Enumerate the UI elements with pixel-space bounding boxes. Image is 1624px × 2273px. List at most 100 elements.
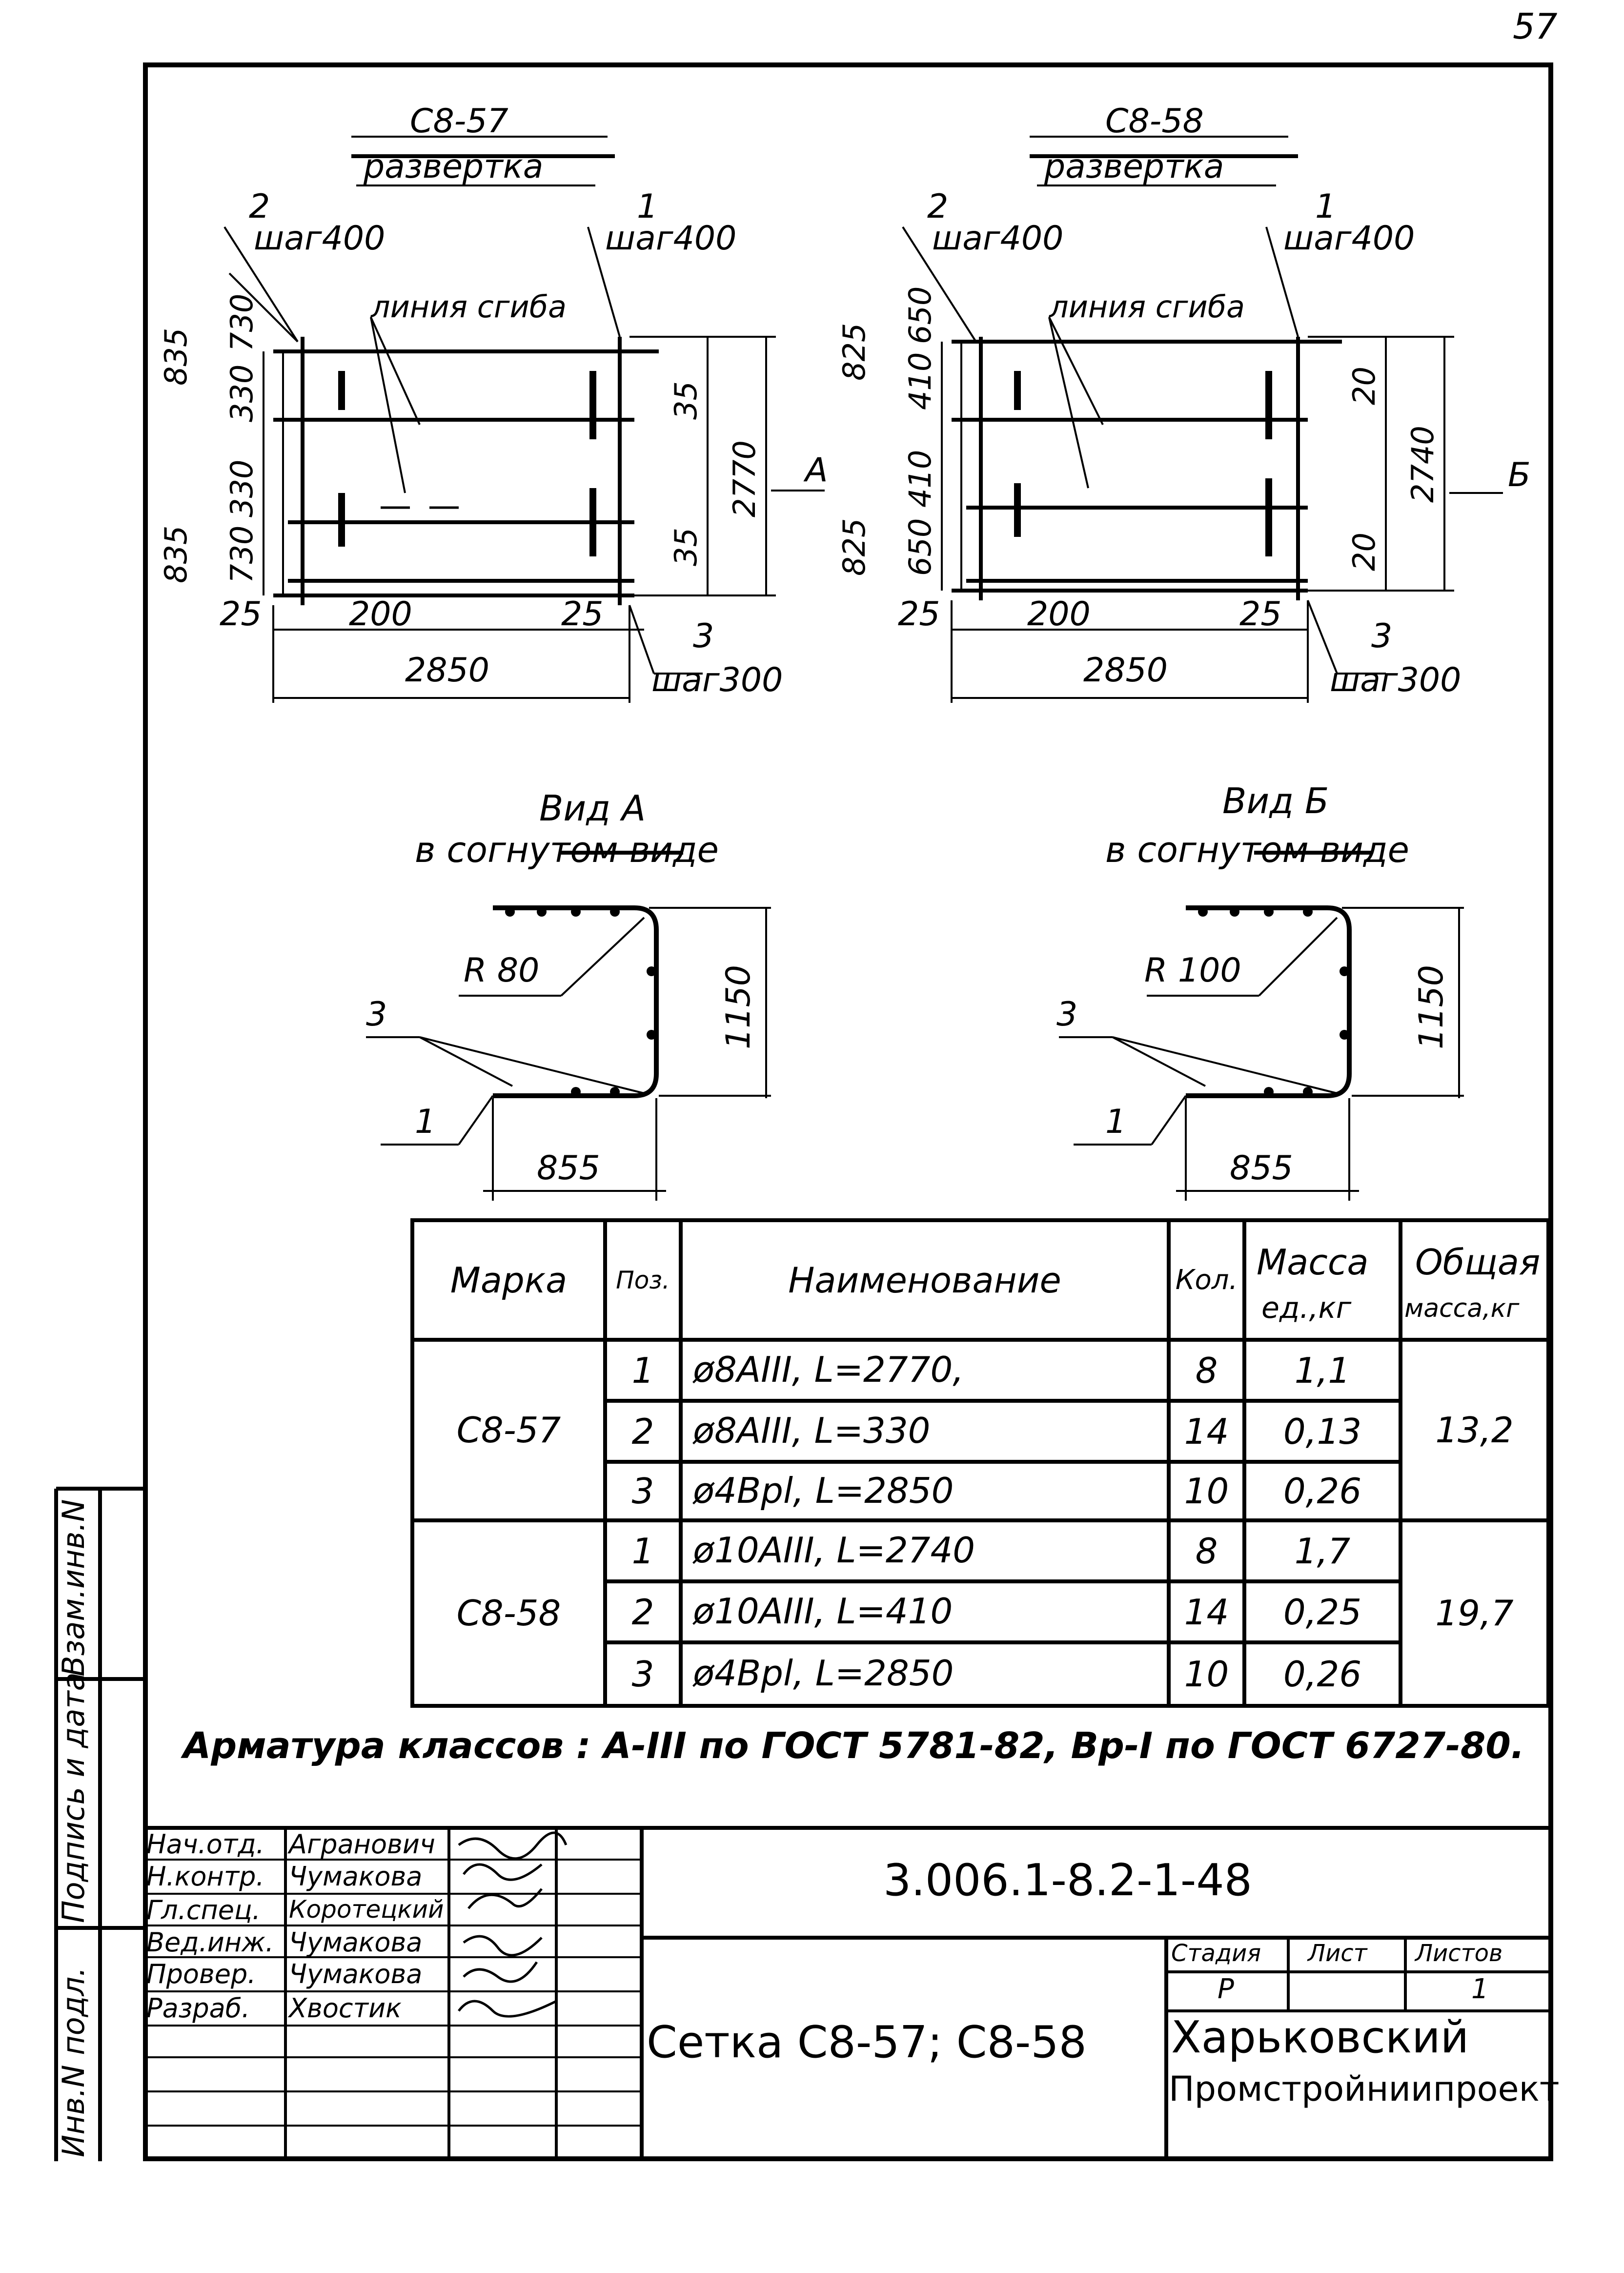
- viewA-height: 1150: [719, 964, 758, 1049]
- th-mass-total-2: масса,кг: [1404, 1294, 1520, 1323]
- title-block-rows: [143, 1859, 642, 2127]
- row-total-c857: 13,2: [1435, 1410, 1514, 1451]
- table-row-qty: 14: [1184, 1591, 1229, 1633]
- stage-label: Стадия: [1171, 1940, 1261, 1967]
- c857-step-left: шаг400: [254, 219, 386, 258]
- c858-dim-height: 2740: [1405, 426, 1441, 503]
- viewB-sub: в согнутом виде: [1105, 829, 1409, 870]
- tb-name: Чумакова: [289, 1959, 423, 1989]
- table-row-name: ø4Bpl, L=2850: [693, 1470, 954, 1511]
- viewA-bars: [505, 907, 656, 1097]
- th-mass-unit-2: ед.,кг: [1261, 1291, 1352, 1325]
- side-stamp-a: Взам.инв.N: [56, 1499, 91, 1677]
- th-mass-unit-1: Масса: [1257, 1242, 1369, 1283]
- reinforcement-note: Арматура классов : А-III по ГОСТ 5781-82…: [183, 1725, 1525, 1767]
- c858-dim-410-top: 410: [902, 352, 938, 410]
- table-row-mass: 0,26: [1283, 1654, 1362, 1695]
- c858-bend-line: линия сгиба: [1049, 289, 1245, 325]
- tb-role: Н.контр.: [146, 1861, 264, 1892]
- doc-title: Сетка С8-57; С8-58: [647, 2017, 1087, 2068]
- viewA-title: Вид А: [539, 788, 646, 829]
- table-row-pos: 1: [631, 1350, 654, 1391]
- tb-role: Вед.инж.: [146, 1927, 274, 1958]
- tb-role: Провер.: [146, 1959, 256, 1989]
- c857-dim-height: 2770: [727, 440, 762, 517]
- viewA-linework: [366, 851, 771, 1201]
- c858-step-left: шаг400: [932, 219, 1064, 258]
- tb-name: Агранович: [289, 1829, 435, 1860]
- tb-role: Нач.отд.: [146, 1829, 264, 1860]
- viewB-radius: R 100: [1144, 951, 1241, 990]
- c858-dim-20-top: 20: [1346, 367, 1382, 405]
- c858-step-right: шаг400: [1283, 219, 1415, 258]
- org-name-2: Промстройниипроект: [1169, 2069, 1560, 2109]
- c858-dims: [902, 136, 1503, 703]
- c858-dim-825-top: 825: [836, 323, 872, 381]
- table-row-pos: 3: [631, 1654, 654, 1695]
- c857-bend-line: линия сгиба: [371, 289, 567, 325]
- c857-linework: [273, 154, 659, 605]
- c857-dim-730-bot: 730: [224, 525, 260, 583]
- c857-step300: шаг300: [651, 661, 783, 699]
- c858-dim-200: 200: [1027, 595, 1091, 634]
- c857-step-right: шаг400: [605, 219, 737, 258]
- c857-dim-835-top: 835: [158, 328, 194, 386]
- c857-leader2: 2: [249, 187, 270, 226]
- c857-dim-35-top: 35: [668, 381, 704, 420]
- table-row-name: ø4Bpl, L=2850: [693, 1653, 954, 1694]
- table-row-mass: 0,25: [1283, 1591, 1362, 1633]
- viewA-leader3: 3: [366, 995, 387, 1034]
- signatures: [458, 1831, 568, 2018]
- c857-dim-730-top: 730: [224, 293, 260, 351]
- c858-step300: шаг300: [1330, 661, 1462, 699]
- tb-name: Хвостик: [289, 1993, 402, 2024]
- row-total-c858: 19,7: [1435, 1593, 1514, 1634]
- drawing-frame: [143, 62, 1553, 2161]
- th-mark: Марка: [450, 1259, 568, 1301]
- c858-dim-825-bot: 825: [836, 518, 872, 576]
- doc-code: 3.006.1-8.2-1-48: [883, 1855, 1252, 1906]
- stage-value: Р: [1218, 1973, 1234, 2005]
- c858-leader2: 2: [927, 187, 949, 226]
- viewA-radius: R 80: [464, 951, 540, 990]
- viewA-leader1: 1: [415, 1103, 436, 1141]
- table-row-qty: 10: [1184, 1471, 1229, 1512]
- org-name-1: Харьковский: [1171, 2012, 1469, 2063]
- c857-dim-200: 200: [349, 595, 412, 634]
- table-row-mass: 1,7: [1294, 1530, 1351, 1572]
- c857-dim-330-bot: 330: [224, 459, 260, 517]
- c858-dim-650-top: 650: [902, 286, 938, 344]
- side-stamp-c: Инв.N подл.: [56, 1967, 91, 2157]
- c858-dim-20-bot: 20: [1346, 532, 1382, 571]
- side-stamp-b: Подпись и дата: [56, 1672, 91, 1923]
- table-row-name: ø10АIII, L=410: [693, 1591, 953, 1632]
- table-row-qty: 8: [1195, 1350, 1218, 1391]
- c857-sub: развертка: [364, 147, 544, 186]
- c858-view-arrow: Б: [1508, 456, 1531, 494]
- c857-mark: С8-57: [410, 102, 508, 141]
- c857-dims: [223, 136, 825, 703]
- title-block-grid: [143, 1826, 1553, 2161]
- c858-dim-650-bot: 650: [902, 518, 938, 576]
- c857-dim-25-right: 25: [561, 595, 604, 634]
- c858-dim-25-right: 25: [1239, 595, 1282, 634]
- row-mark-c857: С8-57: [456, 1410, 561, 1451]
- sheets-label: Листов: [1415, 1940, 1503, 1967]
- sheets-value: 1: [1471, 1973, 1489, 2005]
- viewB-title: Вид Б: [1222, 780, 1329, 821]
- th-qty: Кол.: [1175, 1264, 1238, 1296]
- table-row-qty: 8: [1195, 1530, 1218, 1572]
- page-number: 57: [1513, 6, 1558, 47]
- tb-role: Разраб.: [146, 1993, 250, 2024]
- tb-name: Коротецкий: [289, 1895, 444, 1924]
- viewB-width: 855: [1230, 1149, 1293, 1188]
- c858-dim-25-left: 25: [898, 595, 940, 634]
- th-pos: Поз.: [616, 1266, 670, 1294]
- table-row-mass: 0,26: [1283, 1471, 1362, 1512]
- table-row-pos: 2: [631, 1411, 654, 1452]
- c858-linework: [952, 154, 1342, 600]
- c858-dim-410-bot: 410: [902, 450, 938, 508]
- c857-leader1: 1: [637, 187, 658, 226]
- c857-dim-25-left: 25: [220, 595, 262, 634]
